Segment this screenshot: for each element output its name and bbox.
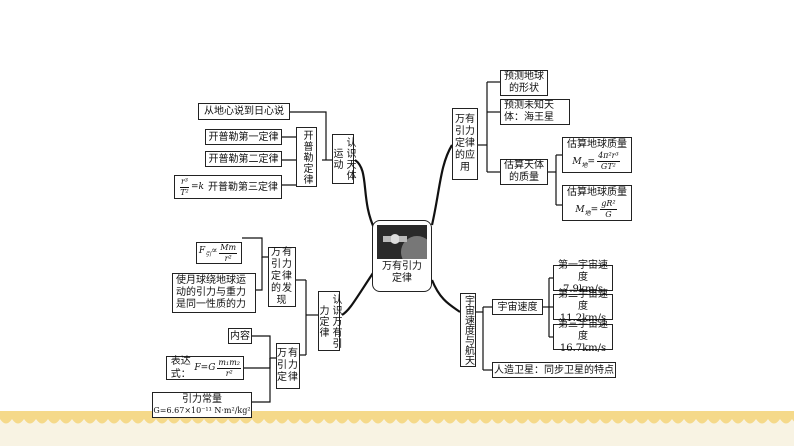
node-satellite: 人造卫星：同步卫星的特点 [492,362,616,378]
v1-label: 第一宇宙速度 [554,260,612,284]
node-content: 内容 [228,328,252,344]
node-discovery-note: 使月球绕地球运动的引力与重力是同一性质的力 [172,273,256,313]
curve-left-top [355,160,375,230]
node-kepler-laws: 开普勒定律 [296,127,317,187]
expression-label: 表达式： [167,355,194,381]
node-kepler-law-2: 开普勒第二定律 [205,151,282,167]
v3-value: 16.7km/s [560,343,606,355]
node-predict-unknown: 预测未知天体：海王星 [500,99,570,125]
v2-label: 第二宇宙速度 [554,289,612,313]
gravitation-law-label: 万有引力定律 [277,348,299,384]
center-node: 万有引力定律 [372,220,432,292]
node-geocentric-heliocentric: 从地心说到日心说 [198,103,290,120]
bottom-decoration-band [0,411,794,446]
curve-right-top [432,145,452,225]
node-kepler-law-1: 开普勒第一定律 [205,129,282,145]
node-celestial-motion: 认识天体运动 [332,134,354,184]
predict-unknown-label: 预测未知天体：海王星 [504,100,569,124]
application-label: 万有引力定律的应用 [454,114,476,174]
kepler-3-formula-k: =k [191,181,204,194]
node-constant: 引力常量 G=6.67×10⁻¹¹ N·m²/kg² [152,392,252,418]
node-know-gravitation: 认识万有引力定律 [318,291,340,351]
expression-formula: F=G [194,362,215,375]
node-discovery: 万有引力定律的发现 [268,247,296,307]
predict-shape-label: 预测地球的形状 [501,71,547,95]
node-application: 万有引力定律的应用 [452,108,478,180]
constant-label: 引力常量 [182,394,222,405]
node-predict-shape: 预测地球的形状 [500,70,548,96]
band-scallops [0,419,794,429]
node-v3: 第三宇宙速度 16.7km/s [553,324,613,350]
node-v1: 第一宇宙速度 7.9km/s [553,265,613,291]
discovery-note: 使月球绕地球运动的引力与重力是同一性质的力 [176,275,255,311]
connector-lines [0,0,794,411]
discovery-label: 万有引力定律的发现 [270,247,294,307]
constant-value: G=6.67×10⁻¹¹ N·m²/kg² [153,405,250,416]
node-gravitation-law: 万有引力定律 [276,343,300,389]
kepler-3-label: 开普勒第三定律 [208,181,278,194]
node-cosmic-speed-spaceflight: 宇宙速度与航天 [460,293,476,367]
curve-left-bottom [342,270,375,315]
discovery-formula: F引∝ [199,245,217,261]
mass-1-title: 估算地球质量 [567,138,627,151]
node-estimate-mass: 估算天体的质量 [500,159,548,185]
mass-2-title: 估算地球质量 [567,186,627,199]
curve-right-bottom [432,280,460,312]
v3-label: 第三宇宙速度 [554,319,612,343]
estimate-mass-label: 估算天体的质量 [501,160,547,184]
satellite-image [377,225,427,259]
node-cosmic-speed: 宇宙速度 [492,299,543,315]
center-title: 万有引力定律 [382,261,422,285]
band-top [0,411,794,419]
node-v2: 第二宇宙速度 11.2km/s [553,294,613,320]
